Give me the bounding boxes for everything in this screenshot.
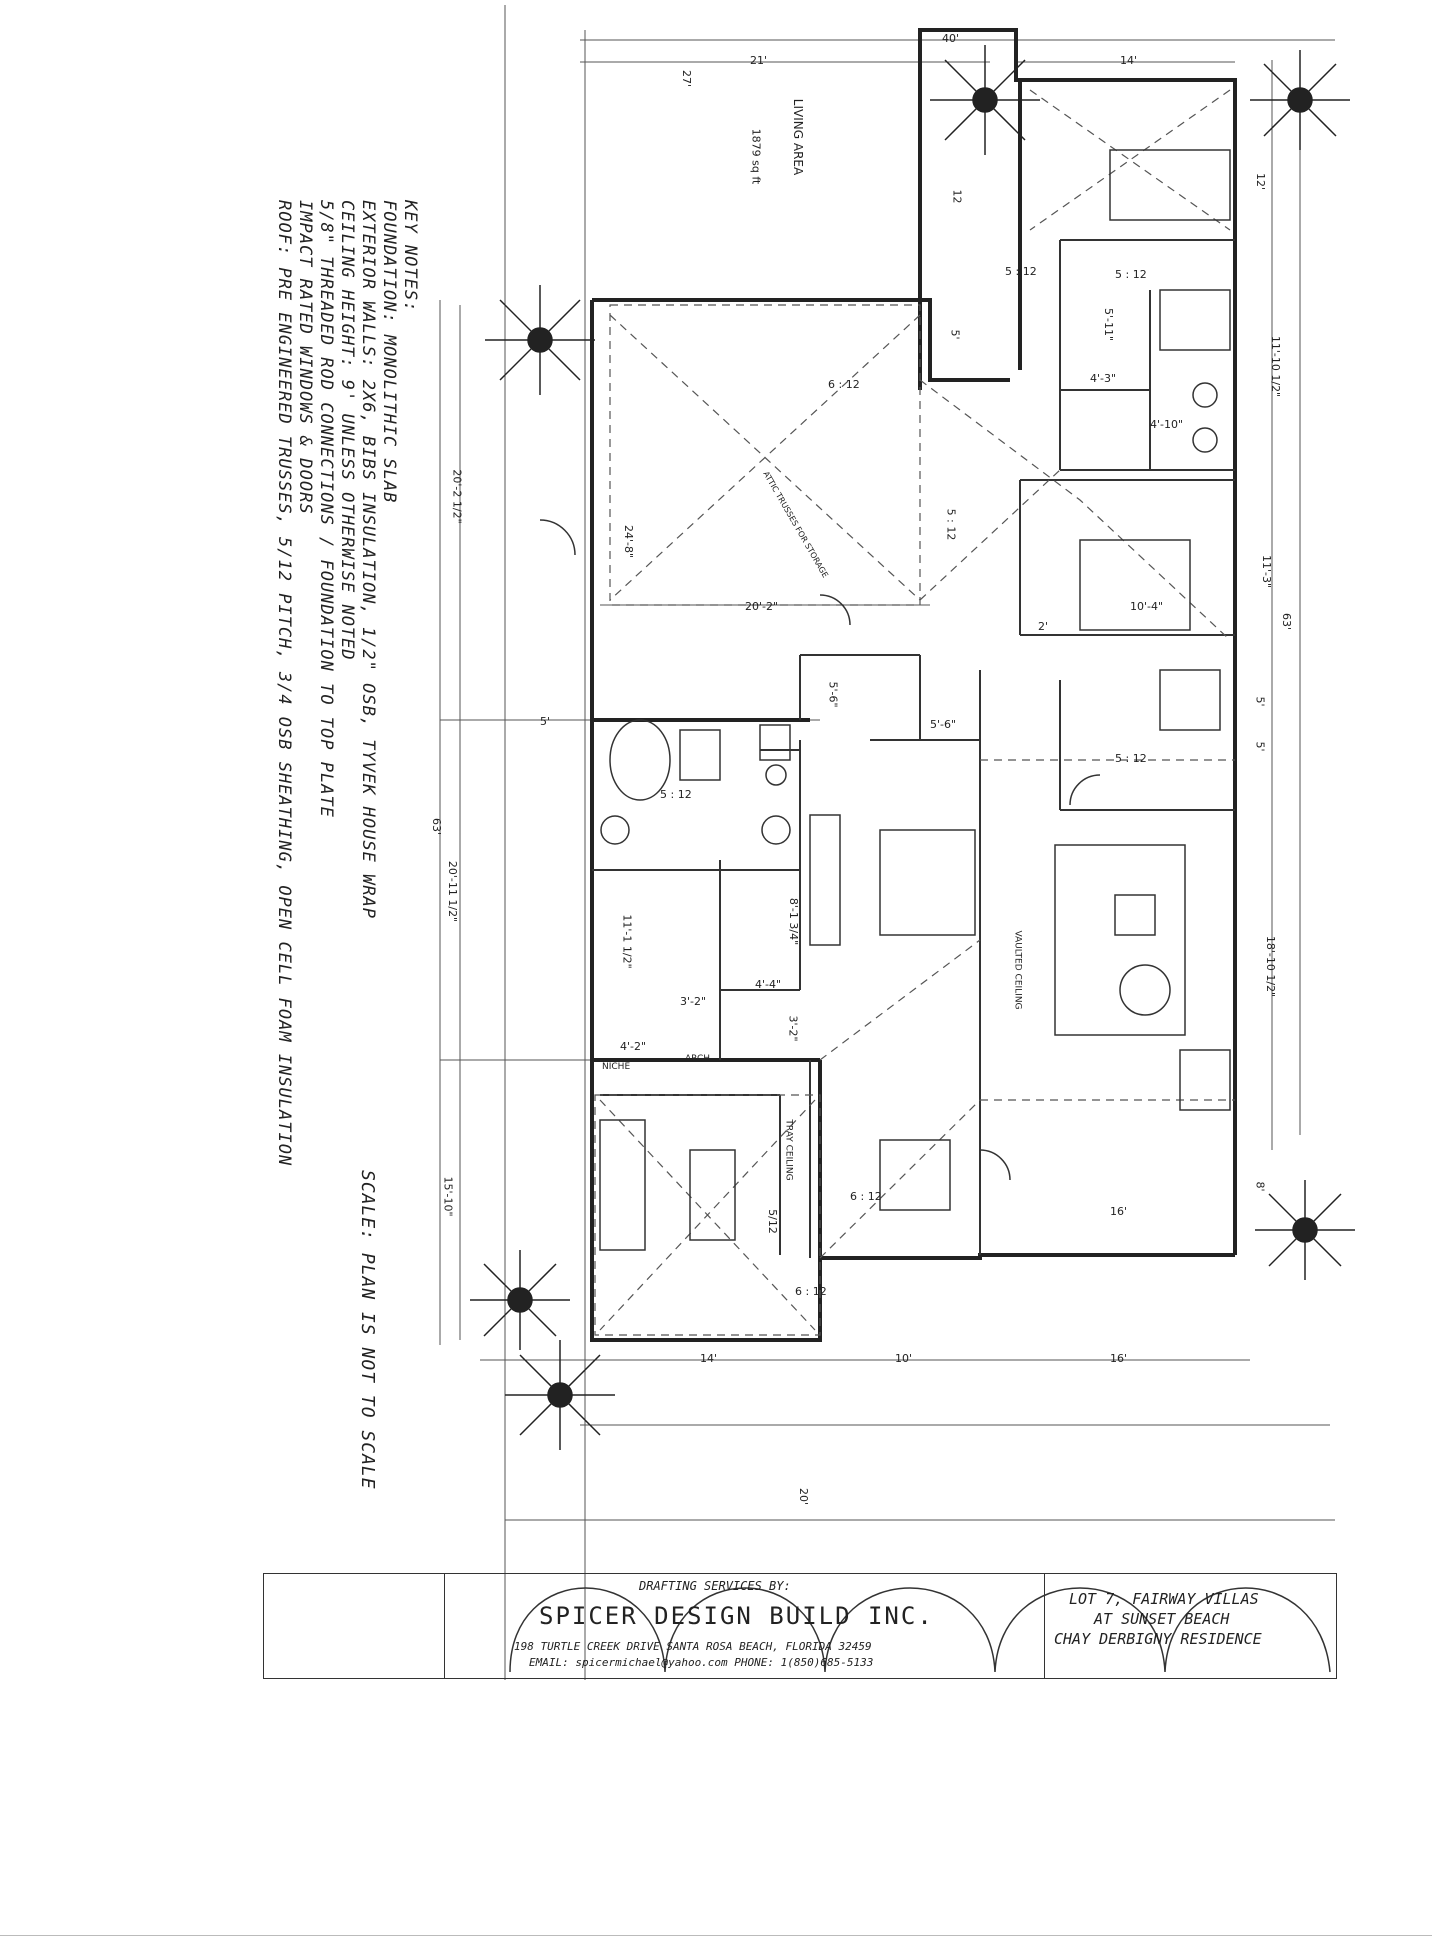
dim-in-10-4: 10'-4"	[1130, 600, 1164, 613]
dim-left-5: 5'	[540, 715, 551, 728]
dim-in-5-6b: 5'-6"	[930, 718, 957, 731]
dim-top-40: 40'	[942, 32, 960, 45]
dim-mid-16: 16'	[1110, 1205, 1128, 1218]
pitch-label: 12	[950, 189, 964, 204]
dim-in-4-10: 4'-10"	[1150, 418, 1184, 431]
dim-bot-10: 10'	[895, 1352, 913, 1365]
dim-ext-63-right: 63'	[1280, 612, 1294, 631]
dim-garage-20-2: 20'-2"	[745, 600, 779, 613]
dim-left-15-10: 15'-10"	[441, 1176, 455, 1217]
dim-left-27: 27'	[680, 69, 694, 88]
dim-top-14: 14'	[1120, 54, 1138, 67]
dim-bot-20: 20'	[797, 1487, 811, 1506]
dim-in-8-1: 8'-1 3/4"	[787, 897, 801, 946]
dim-in-5: 5'	[948, 329, 962, 340]
company-name: SPICER DESIGN BUILD INC.	[539, 1602, 934, 1630]
pitch-label: 6 : 12	[795, 1285, 827, 1298]
landscape-trees	[470, 45, 1355, 1450]
dim-bot-14: 14'	[700, 1352, 718, 1365]
vaulted-ceiling-label: VAULTED CEILING	[1012, 930, 1023, 1010]
title-block: DRAFTING SERVICES BY: SPICER DESIGN BUIL…	[263, 1573, 1337, 1679]
dim-top-21: 21'	[750, 54, 768, 67]
dim-ext-8: 8'	[1253, 1181, 1267, 1192]
pitch-label: 5 : 12	[1115, 752, 1147, 765]
arch-label: ARCH	[685, 1054, 711, 1064]
lot-line-3: CHAY DERBIGNY RESIDENCE	[1054, 1630, 1262, 1648]
living-area-title: LIVING AREA	[791, 98, 806, 176]
drafting-services-label: DRAFTING SERVICES BY:	[639, 1579, 791, 1593]
dim-ext-12: 12'	[1254, 172, 1268, 191]
dim-in-3-2b: 3'-2"	[786, 1015, 800, 1042]
dim-left-63: 63'	[430, 817, 444, 836]
dim-in-3-2: 3'-2"	[680, 995, 707, 1008]
niche-label: NICHE	[602, 1062, 631, 1072]
pitch-label: 5 : 12	[944, 508, 958, 541]
lot-line-1: LOT 7, FAIRWAY VILLAS	[1069, 1590, 1259, 1608]
dim-in-2: 2'	[1038, 620, 1049, 633]
dim-in-4-3: 4'-3"	[1090, 372, 1117, 385]
dim-in-4-2: 4'-2"	[620, 1040, 647, 1053]
dim-left-20-11: 20'-11 1/2"	[446, 860, 460, 923]
page-edge-line	[0, 1935, 1432, 1936]
dim-in-5-6: 5'-6"	[826, 681, 840, 708]
dim-in-4-4: 4'-4"	[755, 978, 782, 991]
dim-left-20-2: 20'-2 1/2"	[450, 469, 464, 524]
hedge-row	[509, 1587, 1331, 1673]
dim-bot-16: 16'	[1110, 1352, 1128, 1365]
pitch-label: 6 : 12	[828, 378, 860, 391]
pitch-label: 5 : 12	[1115, 268, 1147, 281]
company-contact: EMAIL: spicermichael@yahoo.com PHONE: 1(…	[529, 1656, 874, 1669]
dim-garage-24-8: 24'-8"	[622, 524, 636, 559]
pitch-label: 5 : 12	[660, 788, 692, 801]
dim-ext-11-3: 11'-3"	[1260, 554, 1274, 589]
dim-ext-5b: 5'	[1253, 741, 1267, 752]
dim-ext-11-10: 11'-10 1/2"	[1269, 335, 1283, 398]
living-area-value: 1879 sq ft	[749, 128, 763, 185]
dim-in-11-1: 11'-1 1/2"	[620, 914, 634, 969]
dim-ext-18-10: 18'-10 1/2"	[1264, 935, 1278, 998]
dim-ext-5a: 5'	[1253, 696, 1267, 707]
tray-ceiling-label: TRAY CEILING	[783, 1119, 794, 1181]
lot-line-2: AT SUNSET BEACH	[1094, 1610, 1230, 1628]
dim-in-5-11: 5'-11"	[1102, 307, 1116, 342]
company-address: 198 TURTLE CREEK DRIVE SANTA ROSA BEACH,…	[514, 1640, 872, 1653]
pitch-label: 5/12	[765, 1209, 779, 1234]
pitch-label: 5 : 12	[1005, 265, 1037, 278]
pitch-label: 6 : 12	[850, 1190, 882, 1203]
